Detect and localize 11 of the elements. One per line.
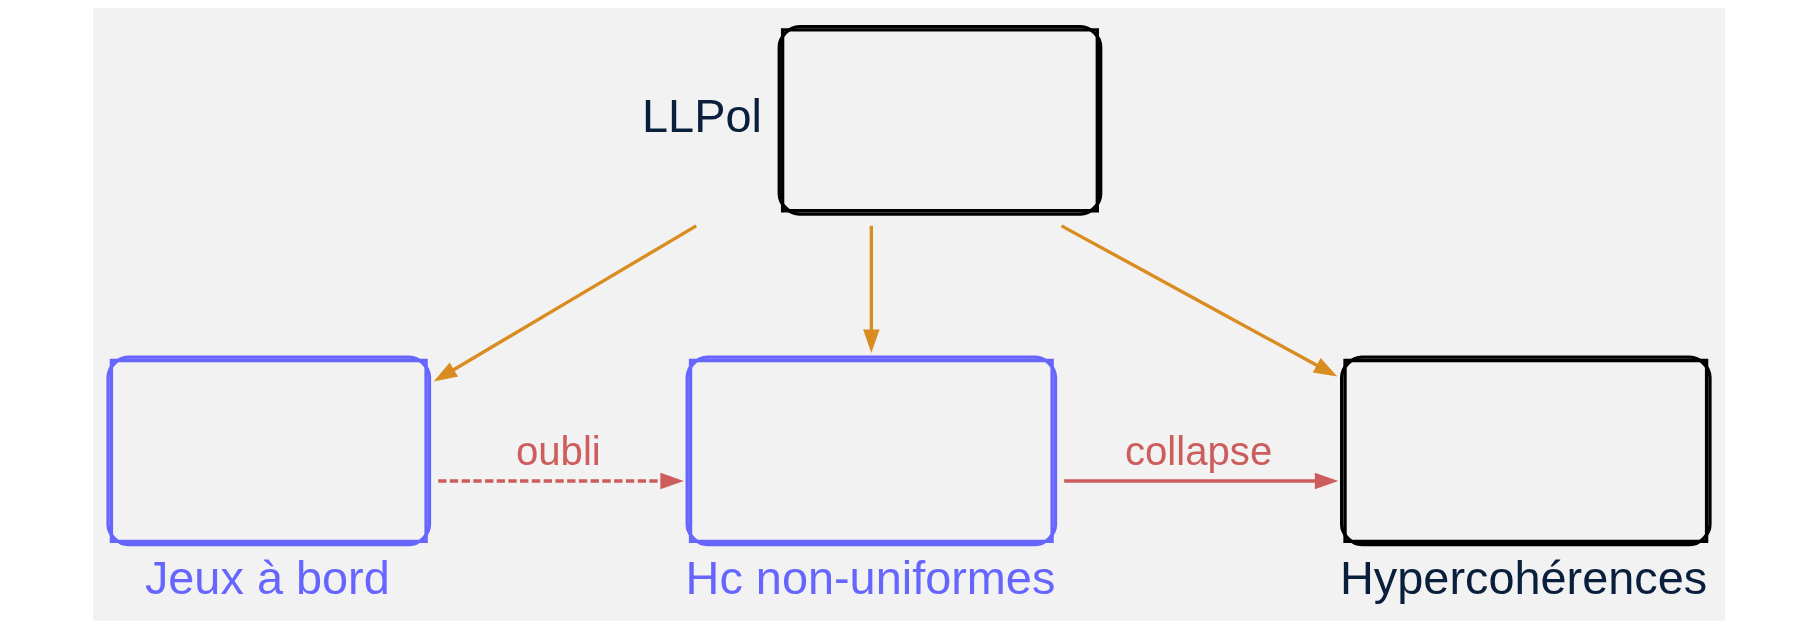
- edge-label: collapse: [1124, 428, 1273, 474]
- arrow: [1064, 472, 1339, 490]
- node-label: LLPol: [642, 89, 762, 142]
- node-label: Hc non-uniformes: [685, 551, 1056, 604]
- node-label: Jeux à bord: [144, 551, 390, 604]
- node-label: Hypercohérences: [1340, 551, 1708, 604]
- arrow: [863, 225, 880, 353]
- arrow: [438, 472, 684, 490]
- arrow: [1060, 224, 1338, 377]
- arrow: [433, 224, 698, 382]
- edge-label: oubli: [515, 428, 601, 474]
